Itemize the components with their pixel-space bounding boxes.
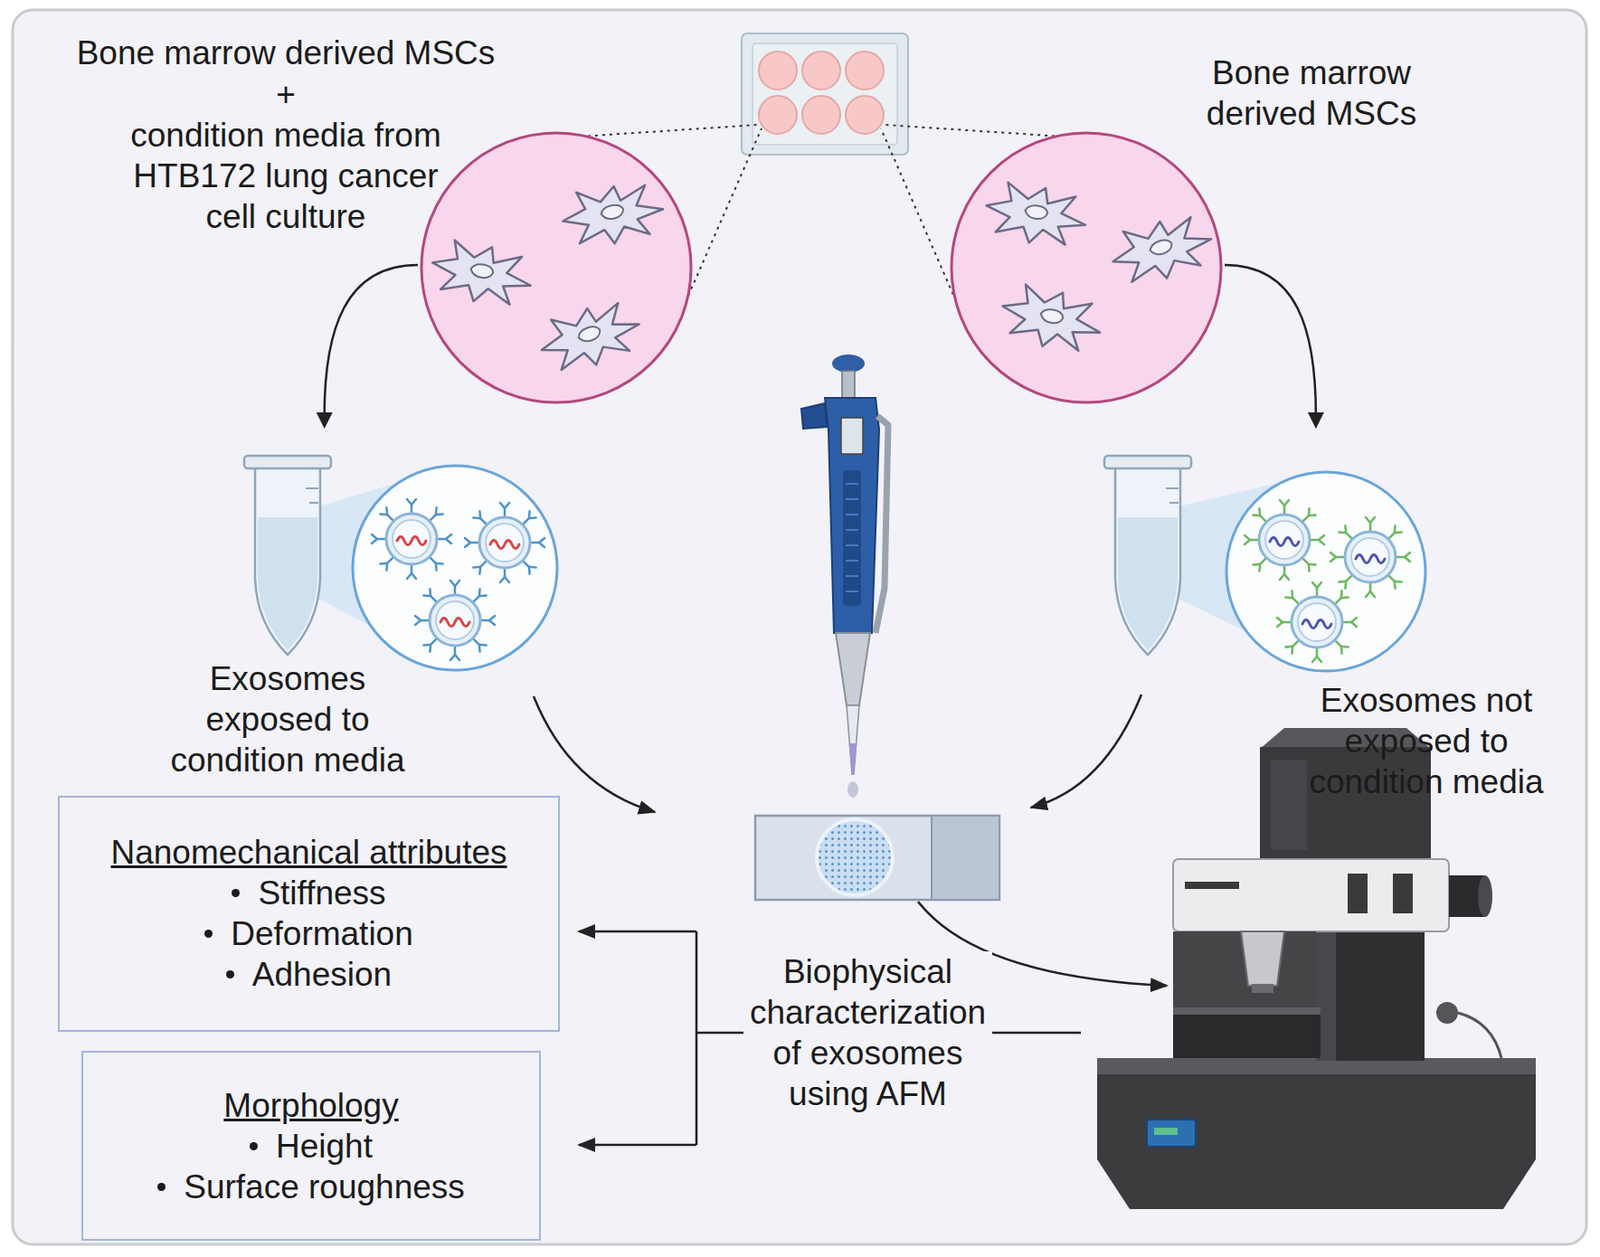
bullet-row: Height	[94, 1126, 529, 1167]
box-heading: Morphology	[94, 1085, 529, 1127]
circle-outline	[1226, 472, 1426, 672]
connector-line	[1224, 265, 1316, 417]
exosome-zoom-right	[1226, 472, 1426, 672]
well-heading: Bone marrow derived MSCs	[1198, 52, 1425, 134]
circle-outline	[421, 132, 692, 403]
glass-slide	[755, 815, 1000, 900]
bullet-dot	[157, 1183, 166, 1192]
result-bracket	[578, 931, 1081, 1146]
bullet-dot	[231, 889, 240, 898]
arrow-head	[1307, 412, 1325, 429]
well-heading: +	[68, 74, 503, 115]
bullet-row: Surface roughness	[94, 1166, 529, 1208]
bullet-dot	[204, 929, 213, 938]
circle-outline	[352, 465, 558, 671]
well-heading: condition media from HTB172 lung cancer …	[109, 114, 463, 237]
sample-caption: Exosomes not exposed to condition media	[1295, 680, 1558, 803]
bullet-text: Deformation	[230, 913, 414, 955]
panel-frame	[12, 9, 1587, 1245]
exosome-sample: Exosomes not exposed to condition media	[1096, 432, 1430, 674]
bullet-text: Surface roughness	[183, 1166, 465, 1208]
outline-shape	[951, 132, 1222, 403]
culture-well: Bone marrow derived MSCs	[951, 132, 1222, 403]
msc-cells	[427, 175, 1219, 381]
bullet-text: Stiffness	[257, 872, 386, 914]
circle-outline	[951, 132, 1222, 403]
attribute-box: Nanomechanical attributesStiffnessDeform…	[57, 795, 560, 1032]
connector-arrow	[316, 265, 418, 429]
bullet-dot	[226, 970, 235, 979]
exosome-sample: Exosomes exposed to condition media	[236, 432, 561, 674]
exosome-zoom-left	[352, 465, 558, 671]
bullet-row: Stiffness	[70, 872, 548, 914]
well-plate	[741, 33, 909, 155]
well-heading: Bone marrow derived MSCs	[68, 32, 503, 74]
box-heading: Nanomechanical attributes	[70, 832, 548, 873]
attribute-box: MorphologyHeightSurface roughness	[81, 1050, 541, 1241]
bullet-row: Adhesion	[70, 954, 548, 995]
bullet-text: Adhesion	[252, 954, 392, 995]
bullet-dot	[249, 1142, 258, 1151]
sample-caption: Exosomes exposed to condition media	[156, 658, 419, 781]
arrow-head	[316, 412, 333, 429]
outline-shape	[236, 432, 561, 674]
outline-shape	[1096, 432, 1430, 674]
culture-well: Bone marrow derived MSCs+condition media…	[421, 132, 692, 403]
connector-arrow	[1224, 265, 1325, 429]
bullet-text: Height	[275, 1126, 373, 1167]
flow-arrows	[533, 694, 1167, 986]
method-label: Biophysical characterization of exosomes…	[743, 951, 993, 1115]
connector-line	[324, 265, 418, 417]
pipette	[801, 354, 889, 798]
bullet-row: Deformation	[70, 913, 548, 955]
outline-shape	[421, 132, 692, 403]
culture-well-fill	[421, 132, 1222, 403]
